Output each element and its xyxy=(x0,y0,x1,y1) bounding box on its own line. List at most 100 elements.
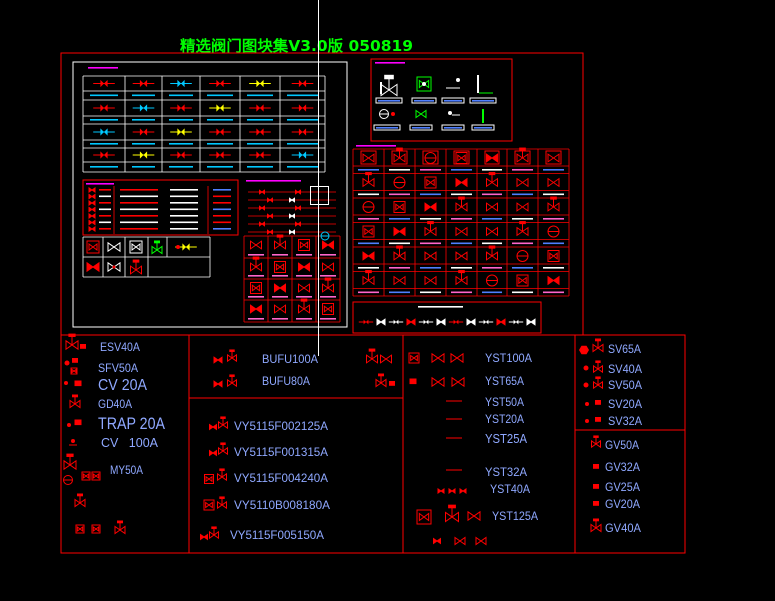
inline-valve-icon xyxy=(93,79,115,88)
icon-part xyxy=(384,74,394,80)
block-name-yst65a: YST65A xyxy=(485,374,524,388)
solid-valve-icon xyxy=(88,225,96,233)
tiny-label-mark xyxy=(170,208,198,211)
icon-part xyxy=(320,318,336,320)
solid-valve-icon xyxy=(526,318,536,326)
icon-part xyxy=(71,439,75,443)
tiny-label-mark xyxy=(90,166,118,168)
block-name-sv40a: SV40A xyxy=(608,362,642,376)
dot-icon xyxy=(585,402,589,406)
tiny-label-mark xyxy=(247,166,273,168)
boxed-valve-icon xyxy=(274,261,286,273)
icon-part xyxy=(414,100,434,102)
valve-icon xyxy=(298,283,310,293)
icon-part xyxy=(300,298,308,302)
icon-part xyxy=(418,306,463,308)
icon-part xyxy=(66,453,74,457)
tiny-label-mark xyxy=(287,143,318,145)
icon-part xyxy=(88,193,96,200)
icon-part xyxy=(274,283,286,293)
inline-valve-icon xyxy=(209,128,231,136)
block-name-sfv50a: SFV50A xyxy=(98,361,138,375)
icon-part xyxy=(272,275,288,277)
tiny-label-mark xyxy=(482,242,502,245)
block-icon xyxy=(593,484,599,489)
icon-part xyxy=(248,318,264,320)
icon-part xyxy=(512,169,533,171)
icon-part xyxy=(217,500,227,510)
icon-part xyxy=(482,169,502,171)
icon-part xyxy=(593,380,603,390)
icon-part xyxy=(322,303,334,315)
tiny-label-mark xyxy=(320,296,336,298)
tiny-label-mark xyxy=(543,169,564,171)
actuated-valve-icon xyxy=(250,256,262,272)
valve-icon xyxy=(424,251,437,261)
icon-part xyxy=(287,94,318,97)
icon-part xyxy=(516,274,529,287)
icon-part xyxy=(358,242,379,245)
tiny-label-mark xyxy=(213,221,231,224)
tiny-label-mark xyxy=(472,100,494,102)
icon-part xyxy=(289,213,295,219)
icon-part xyxy=(86,240,100,254)
icon-part xyxy=(579,345,589,355)
tiny-label-mark xyxy=(482,291,502,294)
solid-valve-icon xyxy=(295,221,301,227)
icon-part xyxy=(362,251,375,261)
icon-part xyxy=(455,226,468,237)
block-name-sv50a: SV50A xyxy=(608,378,642,392)
icon-part xyxy=(420,169,441,171)
icon-part xyxy=(583,365,589,371)
tiny-label-mark xyxy=(170,221,198,224)
boxed-valve-icon xyxy=(408,352,420,364)
inline-valve-icon xyxy=(170,151,192,159)
instrument-symbol-box xyxy=(370,58,513,142)
icon-part xyxy=(420,242,441,245)
actuated-valve-icon xyxy=(65,333,79,351)
icon-part xyxy=(455,152,468,164)
tiny-label-mark xyxy=(389,193,410,196)
icon-part xyxy=(76,526,84,532)
icon-part xyxy=(227,353,237,363)
icon-part xyxy=(169,143,193,145)
icon-part xyxy=(88,199,96,207)
icon-part xyxy=(298,151,307,159)
label-frame xyxy=(373,124,401,131)
check-valve-icon xyxy=(362,201,375,213)
actuated-valve-icon xyxy=(593,360,603,374)
icon-part xyxy=(593,501,599,506)
icon-part xyxy=(408,352,420,364)
icon-part xyxy=(182,243,190,251)
actuated-valve-icon xyxy=(486,172,498,188)
icon-part xyxy=(590,523,602,533)
tiny-label-mark xyxy=(246,180,301,182)
icon-part xyxy=(130,265,142,275)
icon-part xyxy=(427,221,434,225)
icon-part xyxy=(296,275,312,277)
icon-part xyxy=(259,205,265,211)
tiny-label-mark xyxy=(272,254,288,256)
icon-part xyxy=(259,221,265,227)
valve-icon xyxy=(547,177,560,188)
icon-part xyxy=(482,242,502,245)
table-border xyxy=(352,301,542,334)
table-border xyxy=(370,58,513,142)
tiny-label-mark xyxy=(213,228,231,230)
check-valve-icon xyxy=(379,109,389,119)
tiny-label-mark xyxy=(451,242,472,245)
icon-part xyxy=(547,177,560,188)
icon-part xyxy=(139,128,148,136)
icon-part xyxy=(90,166,118,168)
tiny-label-mark xyxy=(99,228,111,230)
inline-valve-icon xyxy=(249,104,271,112)
block-name-yst20a: YST20A xyxy=(485,412,524,426)
tiny-label-mark xyxy=(248,296,264,298)
check-valve-icon xyxy=(393,176,406,189)
icon-part xyxy=(204,474,214,484)
tiny-label-mark xyxy=(120,202,158,204)
label-frame xyxy=(409,124,433,131)
icon-part xyxy=(86,261,100,273)
icon-part xyxy=(362,177,375,188)
